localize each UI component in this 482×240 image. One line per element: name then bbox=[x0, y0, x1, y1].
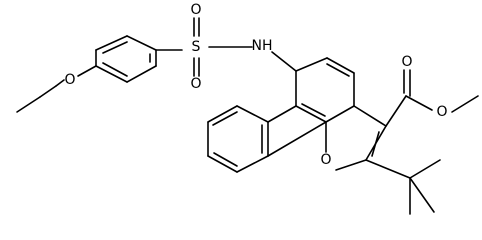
bond-oether-ring bbox=[77, 65, 97, 77]
bond-ring-a-2 bbox=[126, 35, 157, 51]
bond-c2-tbu bbox=[365, 159, 411, 179]
bond-furan-c2-c3-inner bbox=[371, 131, 380, 157]
atom-label-s: S bbox=[192, 39, 201, 55]
bond-ring-a-inner-3 bbox=[102, 62, 128, 77]
bond-ring-c-2 bbox=[236, 105, 269, 123]
bond-ring-c-1 bbox=[267, 105, 297, 123]
bond-furan-c3-c3a bbox=[353, 105, 387, 127]
atom-label-o-furan: O bbox=[320, 152, 331, 168]
bond-ester-c-o bbox=[405, 95, 433, 111]
bond-ring-c-inner-1 bbox=[212, 111, 238, 126]
bond-c3-ester-c bbox=[385, 95, 407, 127]
bond-ring-b-5 bbox=[295, 105, 327, 123]
bond-ring-a-5 bbox=[95, 65, 128, 83]
bond-nh-c5 bbox=[271, 51, 297, 72]
bond-ethyl-ch2 bbox=[39, 85, 57, 98]
bond-ring-c-5 bbox=[207, 155, 238, 173]
bond-ring-b-inner-1 bbox=[326, 63, 350, 77]
structure-canvas: O S O O NH O O O bbox=[16, 2, 479, 215]
bond-ring-b-1 bbox=[295, 57, 328, 72]
bond-tbu-me2 bbox=[409, 159, 441, 179]
bond-ester-o-me bbox=[451, 95, 479, 113]
bond-ring-c-inner-2 bbox=[213, 152, 238, 167]
bond-ring-a-4 bbox=[126, 65, 157, 83]
bond-ring-b-inner-2 bbox=[301, 103, 326, 117]
atom-label-o-sulfonyl-top: O bbox=[190, 2, 201, 18]
atom-label-o-sulfonyl-bottom: O bbox=[190, 76, 201, 92]
atom-label-o-carbonyl: O bbox=[401, 54, 412, 70]
bond-oether-ethyl bbox=[55, 79, 65, 87]
bond-furan-o-c2 bbox=[335, 159, 367, 171]
atom-label-o-ester: O bbox=[436, 104, 447, 120]
bond-ethyl-ch3 bbox=[16, 96, 41, 113]
bond-ring-b-2 bbox=[326, 57, 355, 74]
bond-ring-b-4 bbox=[325, 105, 355, 123]
bond-ring-c-6 bbox=[236, 155, 269, 173]
bond-ring-a-1 bbox=[95, 35, 128, 51]
bond-ring-c-to-b bbox=[267, 121, 327, 157]
bond-ring-c-3 bbox=[207, 105, 238, 123]
bond-ring-a-inner-1 bbox=[102, 41, 128, 54]
molecule-structure: O S O O NH O O O bbox=[16, 2, 479, 215]
bond-tbu-me3 bbox=[409, 177, 435, 213]
atom-label-o-ether: O bbox=[64, 72, 75, 88]
atom-label-nh: NH bbox=[252, 38, 273, 54]
